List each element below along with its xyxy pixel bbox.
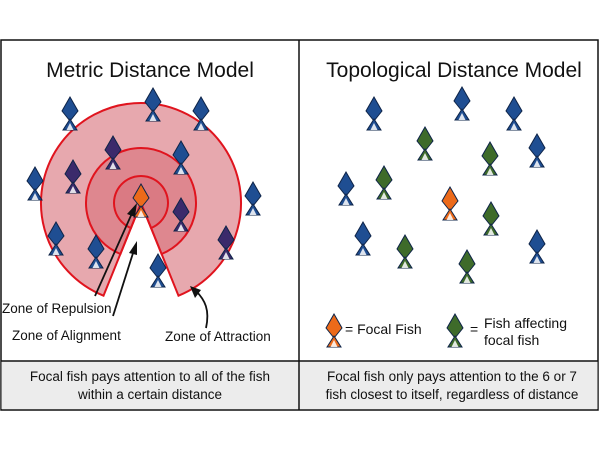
alignment-arrowhead (129, 241, 137, 255)
focal-fish-icon (441, 185, 459, 221)
pointer-heads (127, 203, 201, 298)
fish-icon (172, 196, 190, 232)
legend-focal-fish-icon (325, 312, 343, 348)
metric-panel: Metric Distance Model Zone of Repulsion … (2, 59, 271, 402)
affecting-fish-icon (481, 140, 499, 176)
fish-icon (453, 85, 471, 121)
topological-panel-title: Topological Distance Model (326, 59, 582, 82)
affecting-fish-icon (482, 200, 500, 236)
attraction-arrowhead (190, 286, 201, 298)
fish-icon (172, 139, 190, 175)
alignment-pointer (112, 249, 135, 317)
fish-icon (217, 224, 235, 260)
fish-icon (528, 132, 546, 168)
fish-icon (87, 233, 105, 269)
fish-icon (354, 220, 372, 256)
fish-icon (244, 180, 262, 216)
metric-caption-line-1: Focal fish pays attention to all of the … (30, 369, 270, 384)
affecting-fish-icon (458, 248, 476, 284)
fish-icon (104, 134, 122, 170)
attraction-pointer (195, 290, 209, 329)
legend-affecting-label-line-2: focal fish (484, 332, 539, 348)
topological-fish-group (337, 85, 546, 284)
topological-caption-line-1: Focal fish only pays attention to the 6 … (327, 369, 577, 384)
affecting-fish-icon (375, 164, 393, 200)
legend: = Focal Fish = Fish affecting focal fish (325, 312, 567, 348)
legend-focal-label: = Focal Fish (345, 321, 422, 337)
affecting-fish-icon (416, 125, 434, 161)
fish-icon (47, 220, 65, 256)
legend-affecting-fish-icon (446, 312, 464, 348)
fish-icon (144, 86, 162, 122)
affecting-fish-icon (446, 312, 464, 348)
legend-affecting-equals: = (470, 321, 478, 337)
fish-icon (64, 158, 82, 194)
fish-icon (26, 165, 44, 201)
fish-icon (61, 95, 79, 131)
zone-of-repulsion-label: Zone of Repulsion (2, 301, 112, 316)
fish-icon (528, 228, 546, 264)
topological-panel: Topological Distance Model = Focal Fish … (325, 59, 582, 402)
fish-icon (192, 95, 210, 131)
fish-icon (337, 170, 355, 206)
legend-affecting-label-line-1: Fish affecting (484, 315, 567, 331)
topological-caption-line-2: fish closest to itself, regardless of di… (326, 387, 579, 402)
repulsion-pointer (94, 210, 134, 297)
zone-of-alignment-label: Zone of Alignment (12, 328, 121, 343)
fish-icon (149, 252, 167, 288)
metric-caption-line-2: within a certain distance (77, 387, 222, 402)
repulsion-arrowhead (127, 203, 137, 217)
focal-fish-icon (325, 312, 343, 348)
zone-of-attraction-label: Zone of Attraction (165, 329, 271, 344)
metric-fish-group (26, 86, 262, 288)
focal-fish-icon (132, 182, 150, 218)
fish-icon (365, 95, 383, 131)
affecting-fish-icon (396, 233, 414, 269)
metric-panel-title: Metric Distance Model (46, 59, 254, 82)
fish-icon (505, 95, 523, 131)
